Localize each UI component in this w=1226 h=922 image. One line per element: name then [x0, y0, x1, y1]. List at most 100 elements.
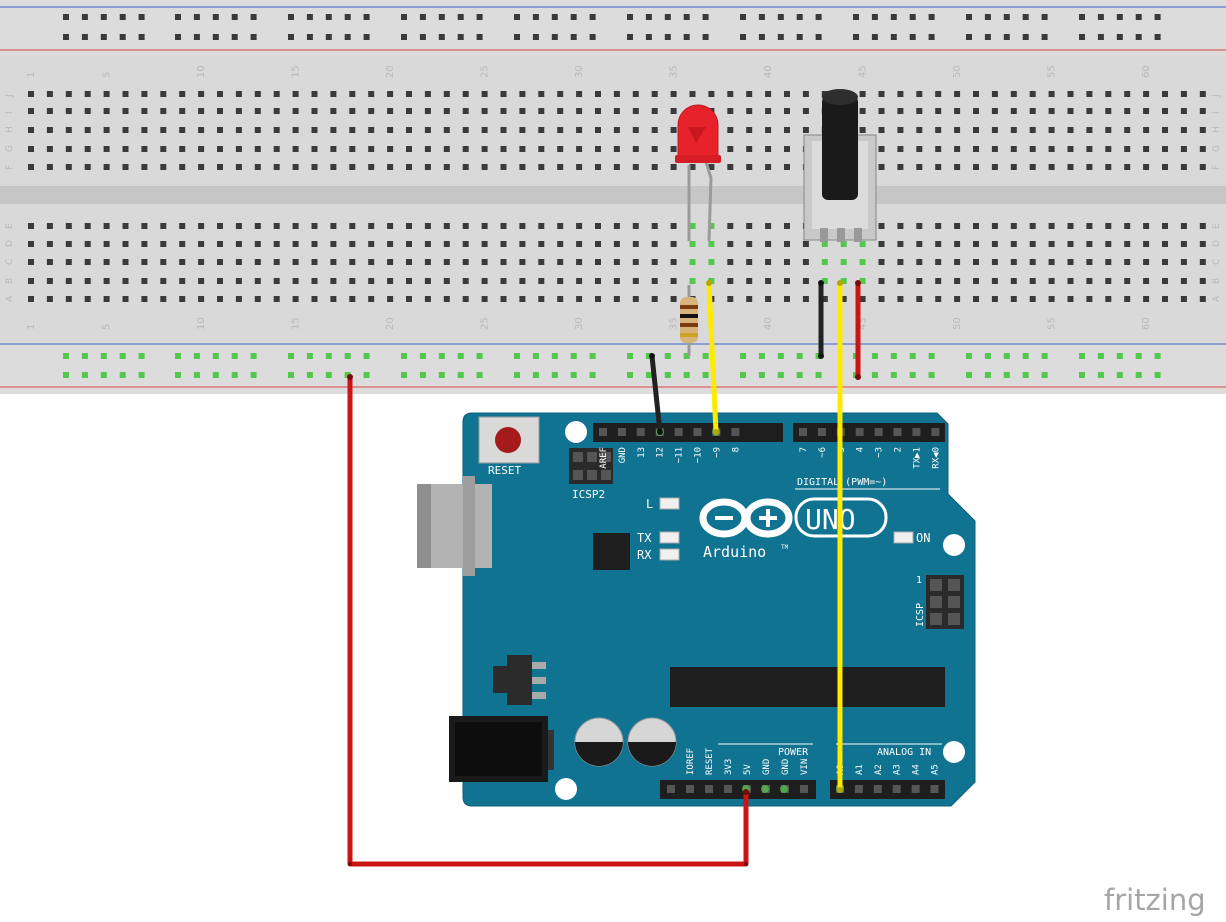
column-number: 35 [669, 65, 680, 78]
rail-hole [100, 34, 107, 40]
breadboard-hole [1048, 164, 1055, 170]
breadboard-hole [821, 296, 828, 302]
breadboard-hole [198, 146, 205, 152]
rail-hole [250, 14, 257, 20]
column-number: 5 [102, 324, 113, 330]
breadboard-hole [1010, 223, 1017, 229]
breadboard-hole [424, 241, 431, 247]
led-l-indicator [659, 497, 680, 510]
breadboard-hole [1029, 146, 1036, 152]
breadboard-hole [878, 296, 885, 302]
breadboard-hole [235, 296, 242, 302]
breadboard-hole [1105, 127, 1112, 133]
breadboard-hole [632, 164, 639, 170]
breadboard-hole [500, 91, 507, 97]
rail-hole [419, 353, 426, 359]
breadboard-hole [1067, 278, 1074, 284]
breadboard-hole [670, 146, 677, 152]
rail-hole [438, 372, 445, 378]
breadboard-hole [330, 91, 337, 97]
breadboard-hole [519, 223, 526, 229]
row-letter: J [5, 94, 15, 98]
breadboard-hole [878, 164, 885, 170]
breadboard-hole [235, 127, 242, 133]
rail-hole [928, 353, 935, 359]
breadboard-hole [708, 241, 715, 247]
breadboard-hole [802, 259, 809, 265]
breadboard-hole [311, 259, 318, 265]
dc-power-jack [449, 716, 554, 782]
rail-hole [551, 14, 558, 20]
rail-hole [683, 372, 690, 378]
rail-hole [306, 353, 313, 359]
breadboard-hole [897, 241, 904, 247]
breadboard-hole [273, 127, 280, 133]
breadboard-hole [1029, 223, 1036, 229]
header-pin [855, 428, 864, 436]
breadboard-hole [1010, 91, 1017, 97]
breadboard-hole [217, 296, 223, 302]
reset-button[interactable] [478, 416, 540, 464]
header-pin-label: A2 [874, 764, 884, 775]
breadboard-hole [443, 146, 450, 152]
breadboard-hole [991, 108, 998, 114]
breadboard-hole [481, 127, 488, 133]
breadboard-hole [689, 259, 696, 265]
header-pin-label: TX▶1 [912, 447, 922, 469]
breadboard-hole [387, 223, 394, 229]
breadboard-hole [916, 146, 923, 152]
rail-hole [871, 353, 878, 359]
rail-hole [984, 14, 991, 20]
breadboard-hole [84, 127, 91, 133]
breadboard-hole [670, 91, 677, 97]
rail-hole [777, 34, 784, 40]
breadboard-hole [595, 223, 601, 229]
rail-hole [306, 14, 313, 20]
breadboard-hole [387, 278, 394, 284]
breadboard-hole [254, 259, 261, 265]
breadboard-hole [1143, 296, 1150, 302]
breadboard-hole [198, 91, 205, 97]
breadboard-hole [406, 296, 412, 302]
header-pin-label: 2 [894, 447, 904, 452]
breadboard-hole [708, 259, 715, 265]
rail-hole [1154, 372, 1161, 378]
arduino-trademark: TM [781, 544, 789, 551]
breadboard-hole [198, 296, 205, 302]
breadboard-hole [179, 108, 186, 114]
breadboard-hole [1124, 164, 1131, 170]
rail-hole [627, 353, 633, 359]
breadboard-hole [991, 127, 998, 133]
reset-button-cap[interactable] [495, 427, 521, 453]
rail-hole [288, 353, 294, 359]
potentiometer-knob[interactable] [822, 96, 858, 200]
rail-hole [138, 34, 145, 40]
breadboard-hole [311, 108, 318, 114]
breadboard-hole [424, 223, 431, 229]
breadboard-hole [557, 108, 564, 114]
breadboard-hole [235, 146, 242, 152]
breadboard-hole [746, 223, 753, 229]
breadboard-hole [273, 108, 280, 114]
breadboard-hole [897, 127, 904, 133]
breadboard-hole [613, 278, 620, 284]
power-header [660, 780, 816, 799]
breadboard-hole [557, 296, 564, 302]
rail-hole [589, 372, 596, 378]
breadboard-hole [595, 146, 601, 152]
rail-hole [551, 372, 558, 378]
breadboard-hole [538, 241, 545, 247]
breadboard-hole [1029, 127, 1036, 133]
breadboard-hole [576, 278, 583, 284]
breadboard-hole [1067, 259, 1074, 265]
breadboard-hole [765, 91, 772, 97]
analog-header [830, 780, 945, 799]
rail-hole [306, 34, 313, 40]
header-pin [667, 785, 675, 793]
rail-hole [740, 353, 746, 359]
header-pin-label: ~9 [712, 447, 722, 458]
breadboard-hole [330, 164, 337, 170]
rail-hole [1154, 14, 1161, 20]
breadboard-hole [349, 259, 356, 265]
